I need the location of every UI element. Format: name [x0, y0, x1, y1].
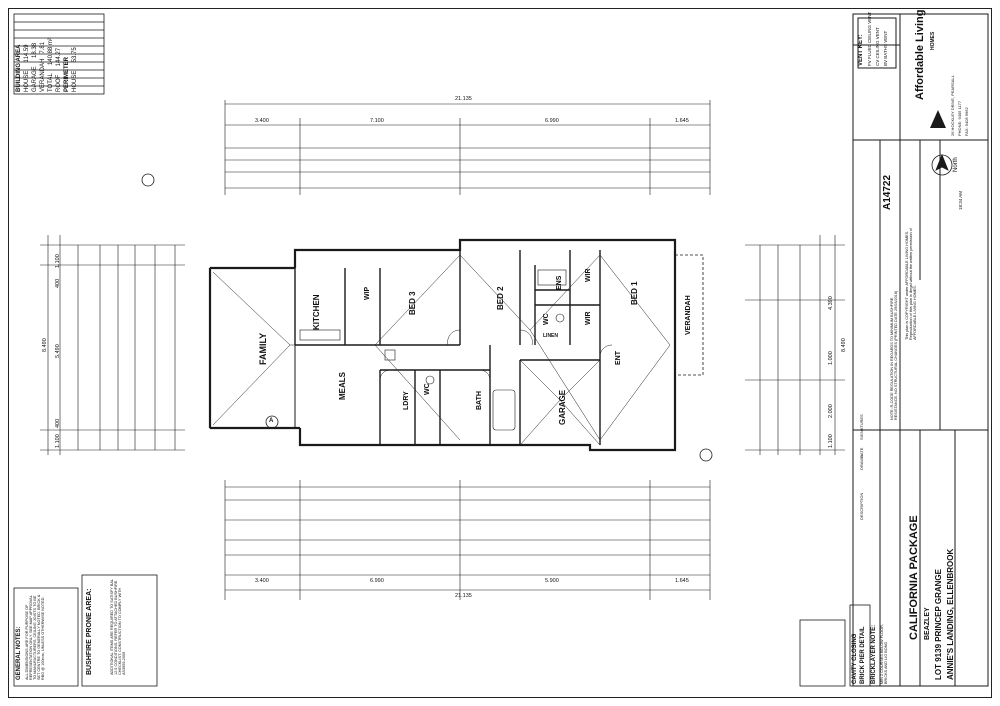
package-title: CALIFORNIA PACKAGE — [908, 515, 920, 640]
rev-header-signatures: SIGNATURES — [859, 414, 864, 440]
perimeter-title: PERIMETER — [64, 56, 70, 92]
dim-side-seg-2: 400 — [55, 418, 61, 428]
building-area-title: BUILDING AREA — [16, 44, 22, 92]
dim-bottom-seg-1: 3.400 — [255, 578, 269, 584]
room-bed1: BED 1 — [630, 281, 639, 305]
dim-top-seg-3: 6.990 — [545, 118, 559, 124]
area-row-verandah: VERANDAH 7.81 — [40, 41, 46, 92]
brand-sub: HOMES — [930, 31, 936, 50]
dim-overall-right: 8.490 — [841, 338, 847, 352]
bricklayer-title: BRICKLAYER NOTE: — [871, 624, 877, 684]
room-meals: MEALS — [338, 372, 347, 400]
room-ldry: LDRY — [403, 391, 410, 410]
vent-key-fv: FV FLUED CEILING VENT — [867, 11, 872, 66]
brand-fax: FAX: 9405 9962 — [964, 107, 969, 136]
dim-top-seg-2: 7.100 — [370, 118, 384, 124]
dim-right-seg-1: 1.100 — [828, 434, 834, 448]
room-family: FAMILY — [258, 332, 268, 365]
area-row-roof: ROOF 144.27 — [56, 47, 62, 92]
room-wir-2: WIR — [585, 311, 592, 325]
brand-name: Affordable Living — [914, 9, 926, 100]
dim-bottom-seg-3: 5.900 — [545, 578, 559, 584]
room-wc-2: WC — [424, 383, 431, 395]
dim-right-seg-4: 4.390 — [828, 296, 834, 310]
bushfire-body: ADDITIONAL ITEMS ARE REQUIRED TO SATISFY… — [110, 579, 126, 675]
room-linen: LINEN — [543, 333, 558, 339]
sheet-border — [8, 8, 992, 698]
estate-name: ANNIE'S LANDING, ELLENBROOK — [946, 548, 955, 680]
room-ens: ENS — [556, 275, 563, 290]
vent-key-bv: BV BATHS VENT — [883, 30, 888, 66]
client-name: BEAZLEY — [924, 607, 931, 640]
room-wip: WIP — [364, 286, 371, 300]
cavity-line-1: CAVITY CLOSING — [852, 633, 858, 684]
dim-overall-bottom: 21.135 — [455, 593, 472, 599]
copyright-note: This plan is COPYRIGHT under AFFORDABLE … — [905, 228, 917, 340]
dim-side-seg-3: 5.490 — [55, 344, 61, 358]
vent-key-cv: CV CEILING VENT — [875, 27, 880, 66]
cavity-line-2: BRICK PIER DETAIL — [860, 626, 866, 684]
dim-top-seg-4: 1.645 — [675, 118, 689, 124]
area-row-total: TOTAL 140.88 m² — [48, 38, 54, 92]
general-notes-title: GENERAL NOTES: — [16, 626, 22, 680]
north-label: North — [953, 157, 959, 172]
dim-bottom-seg-4: 1.645 — [675, 578, 689, 584]
room-ent: ENT — [615, 351, 622, 365]
dim-right-seg-3: 1.000 — [828, 351, 834, 365]
bushfire-title: BUSHFIRE PRONE AREA: — [86, 588, 93, 675]
vent-key-title: VENT KEY: — [858, 34, 864, 66]
dim-overall-side: 8.490 — [42, 338, 48, 352]
dim-overall-top: 21.135 — [455, 96, 472, 102]
rev-header-date: DATE — [859, 447, 864, 458]
dim-right-seg-2: 2.000 — [828, 404, 834, 418]
room-verandah: VERANDAH — [685, 295, 692, 335]
area-row-garage: GARAGE 18.38 — [32, 42, 38, 92]
lot-address: LOT 9139 PRINCEP GRANGE — [934, 569, 943, 680]
room-wc-1: WC — [543, 313, 550, 325]
regulation-note: NOTE: R-CODE REGULATION IN REGARDS TO MI… — [890, 290, 898, 420]
room-bed3: BED 3 — [408, 291, 417, 315]
brand-address: 26 HOCKLEY DRIVE, PEARSALL — [950, 75, 955, 136]
rev-header-description: DESCRIPTION — [859, 492, 864, 520]
room-bath: BATH — [476, 391, 483, 410]
room-kitchen: KITCHEN — [312, 294, 321, 330]
bricklayer-body: MIN 2 COURSES BELOW FLOOR, BRICKS AND LI… — [880, 624, 888, 684]
job-number: A14722 — [882, 174, 893, 210]
dim-top-seg-1: 3.400 — [255, 118, 269, 124]
dim-side-seg-1: 1.100 — [55, 434, 61, 448]
dim-side-seg-5: 1.100 — [55, 254, 61, 268]
general-notes-body: ALL DIMENSIONS ARE FOR PURPOSE OF REPRES… — [25, 594, 45, 680]
dim-side-seg-4: 400 — [55, 278, 61, 288]
brand-phone: PHONE: 9405 1177 — [957, 100, 962, 136]
area-row-house: HOUSE 114.59 — [24, 44, 30, 92]
section-marker-a: A — [269, 418, 274, 424]
room-bed2: BED 2 — [496, 286, 505, 310]
room-garage: GARAGE — [558, 389, 567, 425]
perimeter-row: HOUSE 53.75 — [72, 47, 78, 92]
job-date: 18:34 AM — [958, 190, 963, 210]
room-wir-1: WIR — [585, 268, 592, 282]
dim-bottom-seg-2: 6.990 — [370, 578, 384, 584]
